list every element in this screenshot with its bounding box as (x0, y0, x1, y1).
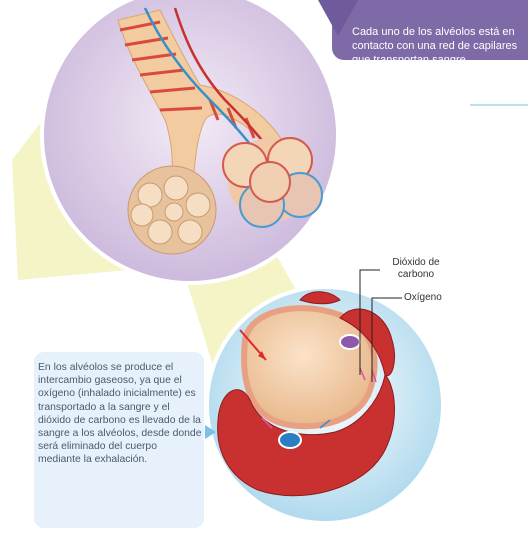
top-callout-text: Cada uno de los alvéolos está en contact… (352, 25, 522, 67)
alveolar-cluster (128, 166, 216, 254)
vessel-section-purple (340, 335, 360, 349)
label-co2: Dióxido de carbono (382, 257, 450, 281)
side-callout-text: En los alvéolos se produce el intercambi… (38, 361, 202, 467)
label-o2: Oxígeno (404, 292, 454, 304)
vessel-section-blue (279, 432, 301, 448)
